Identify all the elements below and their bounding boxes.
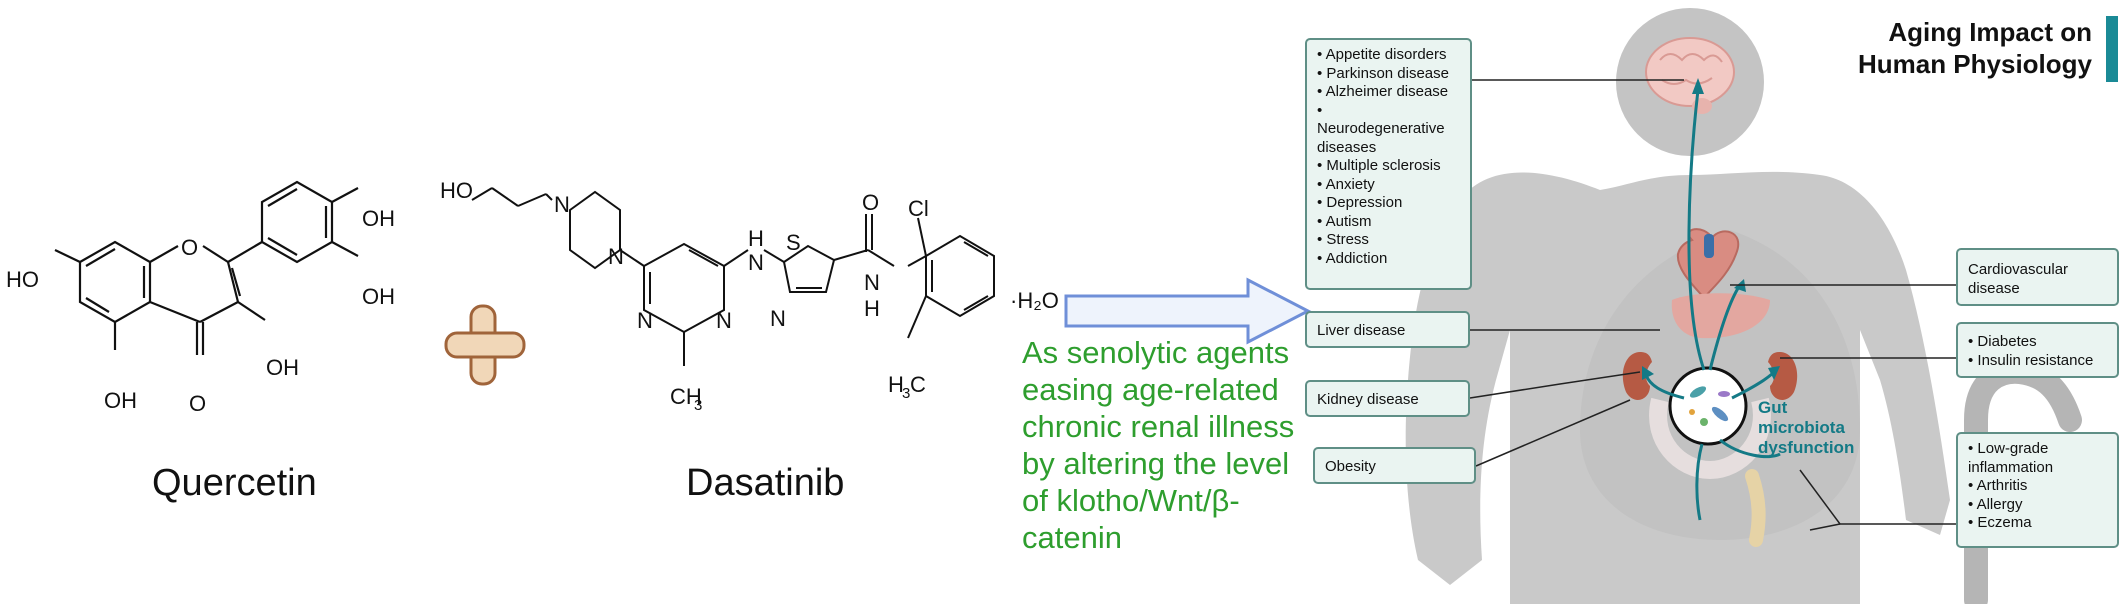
atom-oh-4p: OH [362, 206, 395, 231]
atom-s: S [786, 230, 801, 255]
atom-n-link: N [748, 250, 764, 275]
box-item: diseases [1317, 138, 1377, 156]
box-item: Arthritis [1968, 477, 2107, 496]
liver-icon [1671, 293, 1770, 339]
atom-ho: HO [440, 178, 473, 203]
atom-o-ring: O [181, 235, 198, 260]
box-item: Depression [1317, 194, 1460, 213]
figure-title: Aging Impact on Human Physiology [1858, 16, 2092, 80]
box-item: Alzheimer disease [1317, 83, 1460, 102]
cardiovascular-box: Cardiovascular disease [1956, 248, 2119, 306]
dasatinib-label: Dasatinib [686, 462, 845, 504]
box-item: Low-grade [1968, 440, 2107, 459]
kidney-disease-box: Kidney disease [1305, 380, 1470, 417]
box-item: Addiction [1317, 250, 1460, 269]
gut-microbiota-icon [1668, 366, 1748, 446]
box-item: Allergy [1968, 496, 2107, 515]
box-item: Insulin resistance [1968, 352, 2107, 371]
atom-oh-3: OH [266, 355, 299, 380]
box-item: Eczema [1968, 514, 2107, 533]
box-item: Neurodegenerative [1317, 120, 1445, 137]
atom-ch-methyl: CH [670, 384, 702, 409]
atom-methyl2-sub: 3 [902, 385, 910, 402]
hydrate-label: ·H₂O [1010, 288, 1059, 313]
atom-n-amide: N [864, 270, 880, 295]
gut-label-line: microbiota [1758, 418, 1845, 437]
dasatinib-structure: HO N N N N H N S N O N H Cl CH 3 H 3 C [440, 178, 995, 414]
obesity-box: Obesity [1313, 447, 1476, 484]
liver-disease-box: Liver disease [1305, 311, 1470, 348]
cardiovascular-label: Cardiovascular disease [1968, 261, 2069, 297]
quercetin-structure: HO O OH OH OH OH O [6, 180, 395, 416]
atom-c-methyl2: C [910, 372, 926, 397]
title-line-2: Human Physiology [1857, 49, 2092, 79]
box-item: Anxiety [1317, 176, 1460, 195]
arrow-right [1064, 277, 1312, 345]
obesity-label: Obesity [1325, 458, 1376, 475]
title-line-1: Aging Impact on [1888, 17, 2092, 47]
gut-label-line: dysfunction [1758, 438, 1855, 457]
gut-label-line: Gut [1758, 398, 1788, 417]
inflammation-box: Low-grade inflammation Arthritis Allergy… [1956, 432, 2119, 548]
atom-n-pip1: N [554, 192, 570, 217]
atom-n-pip2: N [608, 244, 624, 269]
atom-cl: Cl [908, 196, 929, 221]
kidney-disease-label: Kidney disease [1317, 391, 1419, 408]
atom-n-pyr2: N [716, 308, 732, 333]
atom-h-methyl2: H [888, 372, 904, 397]
box-item: Stress [1317, 231, 1460, 250]
atom-oh-3p: OH [362, 284, 395, 309]
box-item: Multiple sclerosis [1317, 157, 1460, 176]
atom-oh-5: OH [104, 388, 137, 413]
box-item: inflammation [1968, 458, 2054, 476]
box-item [1317, 102, 1460, 121]
heart-icon [1676, 228, 1740, 300]
atom-n-thz: N [770, 306, 786, 331]
box-item: Appetite disorders [1317, 46, 1460, 65]
atom-n-pyr1: N [637, 308, 653, 333]
body-illustration [1405, 8, 2082, 604]
atom-h-amide: H [864, 296, 880, 321]
atom-carbonyl-o: O [189, 391, 206, 416]
brain-disorders-box: Appetite disorders Parkinson disease Alz… [1305, 38, 1472, 290]
senolytic-caption: As senolytic agents easing age-related c… [1022, 335, 1295, 555]
gut-microbiota-label: Gut microbiota dysfunction [1758, 398, 1854, 458]
atom-o-amide: O [862, 190, 879, 215]
atom-ho-7: HO [6, 267, 39, 292]
metabolic-box: Diabetes Insulin resistance [1956, 322, 2119, 378]
plus-icon [444, 304, 526, 386]
atom-methyl-sub: 3 [694, 397, 702, 414]
box-item: Autism [1317, 213, 1460, 232]
title-accent-bar [2106, 16, 2118, 82]
box-item: Diabetes [1968, 333, 2107, 352]
atom-h-link: H [748, 226, 764, 251]
quercetin-label: Quercetin [152, 462, 317, 504]
box-item: Parkinson disease [1317, 65, 1460, 84]
kidney-icon [1622, 352, 1798, 400]
liver-disease-label: Liver disease [1317, 322, 1406, 339]
